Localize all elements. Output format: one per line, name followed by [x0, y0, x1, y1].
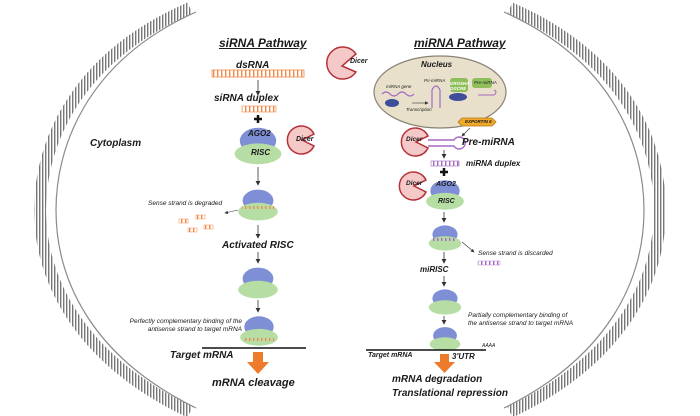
target-mrna-sirna-label: Target mRNA	[170, 350, 234, 361]
pre-mirna-hairpin	[428, 136, 466, 150]
plus-icon-sirna	[254, 115, 262, 123]
dicer-mirna-top-label: Dicer	[406, 136, 423, 143]
plus-icon-mirna	[440, 168, 448, 176]
pri-mirna-hairpin	[431, 85, 441, 108]
mirna-loaded-strand	[433, 238, 457, 241]
dsrna-strand	[211, 69, 305, 78]
sirna-binding-note: Perfectly complementary binding of the a…	[129, 318, 242, 333]
sirna-duplex-label: siRNA duplex	[214, 93, 279, 104]
utr-label: 3'UTR	[452, 352, 475, 361]
discarded-fragment	[477, 260, 501, 266]
drosha-label: DROSHA DGCR8	[450, 81, 470, 91]
arrow-sense-discarded	[461, 241, 475, 253]
dgcr8-complex	[449, 93, 467, 101]
dicer-sirna-side	[286, 125, 315, 155]
mirisc-label: miRISC	[420, 265, 449, 274]
sirna-pathway-title: siRNA Pathway	[219, 36, 307, 50]
dicer-sirna-top-label: Dicer	[350, 58, 368, 65]
left-membrane-band	[33, 2, 193, 416]
risc-mirna-bound	[429, 327, 461, 351]
right-membrane-band	[507, 2, 667, 416]
target-mrna-mirna-label: Target mRNA	[368, 352, 413, 359]
sense-discarded-label: Sense strand is discarded	[478, 250, 553, 257]
mirna-gene-strand	[381, 91, 415, 97]
mrna-cleavage-label: mRNA cleavage	[212, 377, 295, 389]
pre-mirna-nucleus-box	[472, 78, 492, 88]
pre-mirna-nucleus-strand	[478, 89, 497, 96]
mirna-duplex-strand	[430, 160, 460, 167]
pre-mirna-nucleus-label: Pre-miRNA	[474, 80, 497, 85]
risc-sirna-activated	[238, 267, 278, 299]
ago2-mirna-label: AGO2	[436, 181, 456, 188]
ago2-sirna-label: AGO2	[248, 129, 271, 138]
pri-mirna-label: Pri-miRNA	[424, 78, 446, 83]
mirna-pathway-title: miRNA Pathway	[414, 36, 506, 50]
nucleus-label: Nucleus	[421, 60, 453, 69]
dicer-sirna-top	[326, 46, 358, 80]
exportin-icon	[457, 117, 497, 127]
exportin-label: EXPORTIN 5	[465, 119, 492, 124]
sirna-loaded-strand	[242, 206, 274, 209]
activated-risc-label: Activated RISC	[222, 240, 294, 251]
sense-degraded-label: Sense strand is degraded	[148, 200, 223, 207]
dicer-mirna-side	[398, 171, 427, 201]
drosha-complex	[450, 78, 468, 92]
right-membrane-inner	[503, 11, 645, 409]
degradation-arrow	[434, 354, 455, 373]
cytoplasm-label: Cytoplasm	[90, 138, 142, 149]
pre-mirna-label: Pre-miRNA	[462, 137, 515, 148]
degraded-fragments	[178, 214, 214, 233]
risc-sirna-loaded	[238, 189, 278, 221]
risc-sirna-bound	[240, 316, 278, 346]
risc-mirna-label: RISC	[438, 198, 455, 205]
sirna-bound-strand	[244, 338, 274, 341]
left-membrane-inner	[55, 11, 197, 409]
arrow-sense-degraded	[224, 209, 239, 215]
mirna-binding-note: Partially complementary binding of the a…	[468, 312, 574, 327]
transcription-label: Transcription	[406, 107, 432, 112]
risc-sirna-label: RISC	[251, 148, 271, 157]
risc-mirisc	[428, 289, 462, 315]
arrow-exit-nucleus	[461, 127, 471, 137]
dsrna-label: dsRNA	[236, 60, 270, 71]
mirna-duplex-label: miRNA duplex	[466, 159, 521, 168]
cleavage-arrow	[247, 352, 269, 374]
dicer-sirna-side-label: Dicer	[296, 136, 314, 143]
translational-repression-label: Translational repression	[392, 388, 508, 399]
dicer-mirna-top	[400, 127, 429, 157]
mrna-degradation-label: mRNA degradation	[392, 374, 483, 385]
polymerase-icon	[385, 99, 399, 107]
dicer-mirna-side-label: Dicer	[406, 180, 423, 187]
polya-label: AAAA	[482, 343, 496, 349]
mirna-gene-label: miRNA gene	[386, 84, 412, 89]
sirna-duplex-strand	[241, 105, 277, 113]
